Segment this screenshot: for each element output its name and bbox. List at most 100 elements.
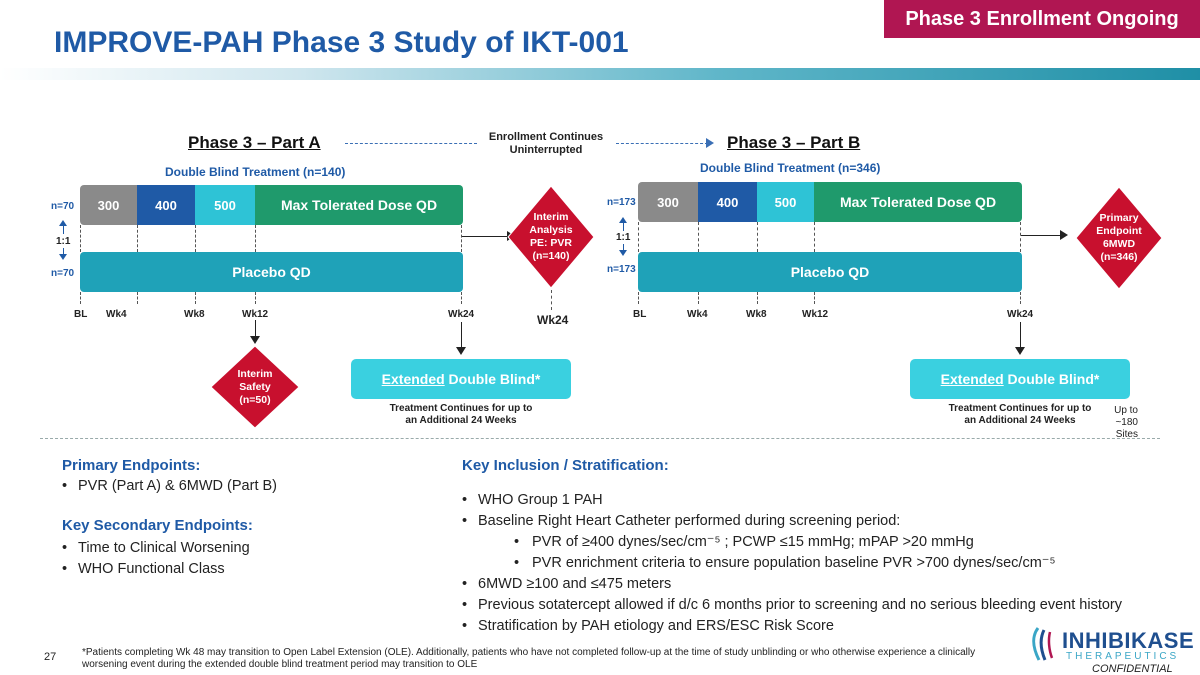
part-a-gridline-wk4-bottom (137, 292, 138, 304)
part-a-extended-double-blind: Extended Double Blind* (351, 359, 571, 399)
list-item: Previous sotatercept allowed if d/c 6 mo… (462, 595, 1162, 616)
part-a-title: Phase 3 – Part A (188, 133, 321, 152)
part-b-gridline-wk4-bottom (698, 292, 699, 304)
part-b-arrow-line-top (623, 223, 624, 231)
part-b-gridline-wk12-bottom (814, 292, 815, 304)
part-b-gridline-wk4-top (698, 222, 699, 252)
list-item: PVR enrichment criteria to ensure popula… (462, 553, 1162, 574)
part-a-n-top: n=70 (51, 201, 75, 212)
part-a-week-4: Wk4 (106, 309, 127, 320)
part-a-arrow-line-bottom (63, 248, 64, 254)
part-b-week-8: Wk8 (746, 309, 767, 320)
interim-analysis-text: Interim Analysis PE: PVR (n=140) (507, 185, 595, 289)
primary-endpoint-line1: Primary (1099, 212, 1139, 224)
inclusion-heading: Key Inclusion / Stratification: (462, 457, 669, 474)
dose-300-segment: 300 (80, 185, 137, 225)
part-b-extended-connector (1020, 322, 1021, 348)
part-b-gridline-wk8-top (757, 222, 758, 252)
dose-300-segment: 300 (638, 182, 698, 222)
part-a-gridline-wk8-bottom (195, 292, 196, 304)
part-b-title: Phase 3 – Part B (727, 133, 861, 152)
interim-analysis-line4: (n=140) (532, 250, 570, 262)
part-a-gridline-wk24-top (461, 225, 462, 252)
part-b-gridline-wk24-top (1020, 222, 1021, 252)
interim-analysis-week: Wk24 (537, 313, 569, 327)
interim-analysis-line1: Interim (533, 211, 569, 223)
confidential-label: CONFIDENTIAL (1092, 663, 1173, 675)
list-item: Time to Clinical Worsening (62, 538, 250, 559)
part-a-extended-arrowhead (456, 347, 466, 355)
logo-mark-icon (1030, 626, 1060, 662)
section-separator (40, 438, 1160, 439)
secondary-endpoints-heading: Key Secondary Endpoints: (62, 517, 253, 534)
list-item: Stratification by PAH etiology and ERS/E… (462, 616, 1162, 637)
page-number: 27 (44, 651, 57, 663)
enrollment-continues-note: Enrollment Continues Uninterrupted (480, 131, 612, 157)
part-a-extended-connector (461, 322, 462, 348)
part-a-continues-note: Treatment Continues for up to an Additio… (351, 403, 571, 427)
part-b-ratio: 1:1 (616, 232, 631, 243)
header-divider-band (0, 68, 1200, 80)
arrow-to-primary-endpoint-line (1021, 235, 1061, 236)
interim-safety-shape (210, 345, 300, 429)
part-b-subtitle: Double Blind Treatment (n=346) (700, 161, 881, 175)
primary-endpoints-list: PVR (Part A) & 6MWD (Part B) (62, 476, 277, 497)
part-b-extended-underline: Extended (940, 371, 1004, 387)
part-a-extended-underline: Extended (381, 371, 445, 387)
part-a-gridline-wk12-bottom (255, 292, 256, 304)
list-item: PVR (Part A) & 6MWD (Part B) (62, 476, 277, 497)
dose-500-segment: 500 (195, 185, 255, 225)
sites-line1: Up to (1114, 405, 1138, 416)
part-b-placebo-bar: Placebo QD (638, 252, 1022, 292)
primary-endpoint-line3: 6MWD (1102, 238, 1136, 250)
part-a-week-12: Wk12 (242, 309, 269, 320)
part-b-up-arrow (619, 217, 627, 223)
part-b-extended-arrowhead (1015, 347, 1025, 355)
part-a-gridline-wk12-top (255, 225, 256, 252)
arrow-to-primary-endpoint-head (1060, 230, 1068, 240)
interim-safety-line1: Interim (237, 367, 273, 380)
part-b-continues-line2: an Additional 24 Weeks (964, 415, 1076, 426)
part-a-gridline-wk24-bottom (461, 292, 462, 304)
enrollment-status-badge: Phase 3 Enrollment Ongoing (884, 0, 1200, 38)
part-b-week-12: Wk12 (802, 309, 829, 320)
part-a-arrow-line-top (63, 226, 64, 234)
part-a-placebo-bar: Placebo QD (80, 252, 463, 292)
primary-endpoint-line4: (n=346) (1100, 251, 1138, 263)
list-item: PVR of ≥400 dynes/sec/cm⁻⁵ ; PCWP ≤15 mm… (462, 532, 1162, 553)
enrollment-note-line1: Enrollment Continues (488, 131, 604, 143)
logo-subtitle: THERAPEUTICS (1066, 651, 1180, 662)
primary-endpoint-text: Primary Endpoint 6MWD (n=346) (1075, 186, 1163, 290)
part-b-gridline-wk24-bottom (1020, 292, 1021, 304)
primary-endpoints-heading: Primary Endpoints: (62, 457, 201, 474)
dose-500-segment: 500 (757, 182, 814, 222)
list-item: 6MWD ≥100 and ≤475 meters (462, 574, 1162, 595)
interim-safety-line3: (n=50) (239, 393, 271, 406)
max-tolerated-dose-segment: Max Tolerated Dose QD (814, 182, 1022, 222)
interim-analysis-diamond: Interim Analysis PE: PVR (n=140) (507, 185, 595, 289)
interim-safety-connector (255, 320, 256, 338)
part-a-continues-line1: Treatment Continues for up to (389, 403, 533, 414)
part-b-n-top: n=173 (607, 197, 636, 208)
list-item: Baseline Right Heart Catheter performed … (462, 511, 1162, 532)
part-b-week-4: Wk4 (687, 309, 708, 320)
part-b-gridline-wk8-bottom (757, 292, 758, 304)
sites-line3: Sites (1115, 429, 1138, 440)
part-a-continues-line2: an Additional 24 Weeks (405, 415, 517, 426)
part-a-dose-bar: 300 400 500 Max Tolerated Dose QD (80, 185, 463, 225)
sites-note: Up to ~180 Sites (1100, 405, 1138, 441)
primary-endpoint-line2: Endpoint (1096, 225, 1142, 237)
interim-safety-arrowhead (250, 336, 260, 344)
primary-endpoint-shape (1075, 186, 1163, 290)
part-a-gridline-wk8-top (195, 225, 196, 252)
footnote-line1: *Patients completing Wk 48 may transitio… (82, 647, 976, 658)
sites-line2: ~180 (1115, 417, 1138, 428)
list-item: WHO Functional Class (62, 559, 250, 580)
part-b-gridline-bl-top (638, 222, 639, 252)
list-item: WHO Group 1 PAH (462, 490, 1162, 511)
dose-400-segment: 400 (698, 182, 757, 222)
part-b-continues-line1: Treatment Continues for up to (948, 403, 1092, 414)
part-b-continues-note: Treatment Continues for up to an Additio… (910, 403, 1130, 427)
part-a-down-arrow (59, 254, 67, 260)
part-a-gridline-bl-bottom (80, 292, 81, 304)
